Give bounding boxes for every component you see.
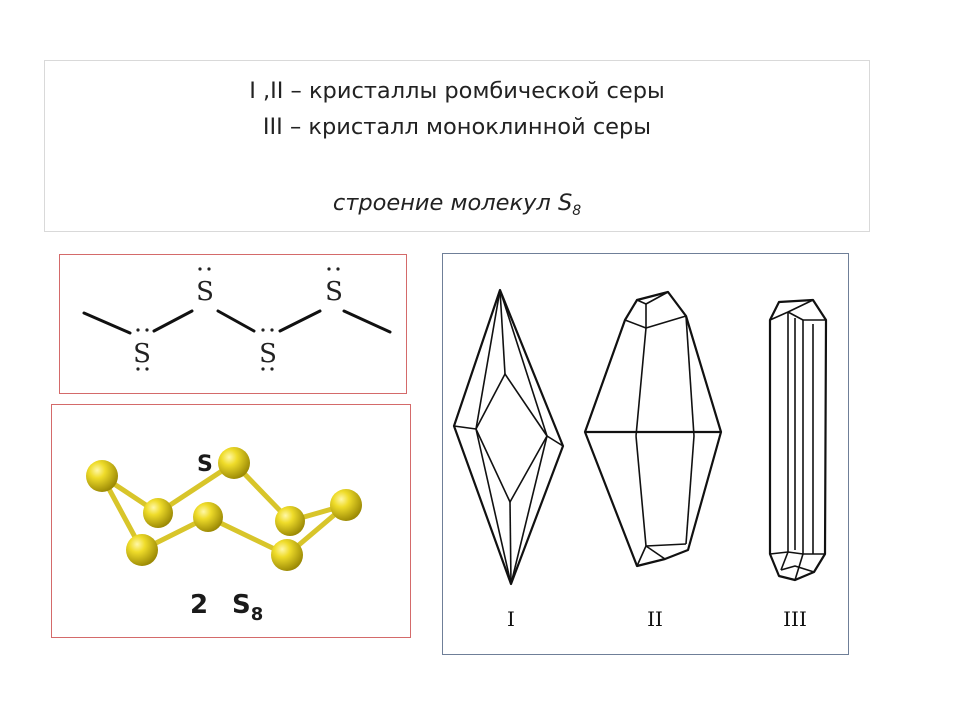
s8-number-label: 2 bbox=[190, 590, 208, 620]
s8-atom bbox=[193, 502, 223, 532]
s8-formula-main: S bbox=[232, 590, 251, 620]
chain-atom-4: S bbox=[325, 277, 343, 307]
s8-atom-label: S bbox=[197, 452, 213, 477]
chain-bond bbox=[278, 309, 322, 333]
crystal-III-drawing bbox=[768, 298, 828, 582]
chain-bond bbox=[342, 309, 392, 334]
chain-bond bbox=[82, 311, 132, 335]
crystal-label-III: III bbox=[783, 607, 807, 631]
crystal-label-II: II bbox=[647, 607, 663, 631]
s8-atom bbox=[271, 539, 303, 571]
crystal-II-drawing bbox=[583, 290, 723, 568]
s8-ball-and-stick-model: S 2 S8 bbox=[86, 447, 362, 625]
caption-line-3: строение молекул S8 bbox=[45, 189, 869, 219]
caption-line-3-subscript: 8 bbox=[572, 203, 582, 219]
s8-atom bbox=[218, 447, 250, 479]
caption-line-2: III – кристалл моноклинной серы bbox=[262, 114, 652, 140]
s8-formula-label: S8 bbox=[232, 590, 263, 625]
crystal-I-drawing bbox=[452, 288, 565, 586]
caption-line-3-text: строение молекул S bbox=[332, 190, 573, 216]
ball-model-panel: S 2 S8 bbox=[51, 404, 411, 638]
s8-atom bbox=[330, 489, 362, 521]
chain-atom-2: S bbox=[196, 277, 214, 307]
caption-box: I ,II – кристаллы ромбической серы III –… bbox=[44, 60, 870, 232]
chain-atom-3: S bbox=[259, 339, 277, 369]
crystal-label-I: I bbox=[507, 607, 515, 631]
s8-formula-sub: 8 bbox=[251, 604, 264, 625]
chain-bond bbox=[152, 309, 194, 333]
chain-diagram-panel: S S S S bbox=[59, 254, 407, 394]
crystal-drawings: I II III bbox=[452, 288, 828, 631]
s8-atom bbox=[275, 506, 305, 536]
s8-atom bbox=[143, 498, 173, 528]
chain-diagram: S S S S bbox=[82, 267, 392, 371]
caption-line-1: I ,II – кристаллы ромбической серы bbox=[249, 78, 665, 104]
chain-atom-1: S bbox=[133, 339, 151, 369]
s8-atom bbox=[126, 534, 158, 566]
chain-bond bbox=[216, 309, 256, 333]
s8-atom bbox=[86, 460, 118, 492]
crystal-drawings-panel: I II III bbox=[442, 253, 849, 655]
